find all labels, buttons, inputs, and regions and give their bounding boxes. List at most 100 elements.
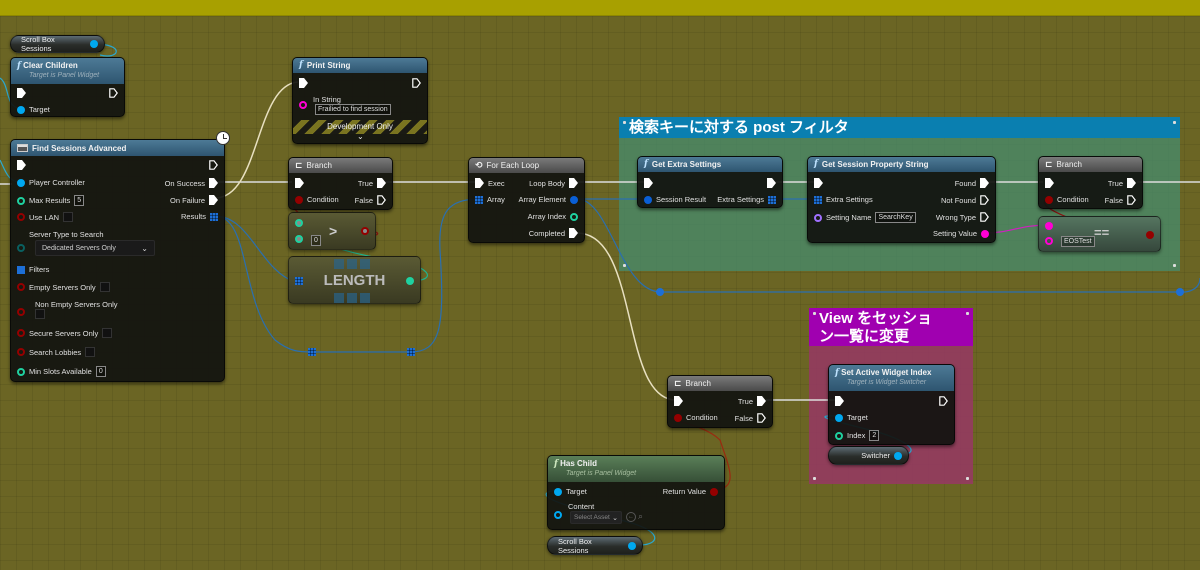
exec-in-pin[interactable] [814, 178, 823, 188]
switcher-variable-node[interactable]: Switcher [828, 446, 909, 465]
exec-in-pin[interactable] [674, 396, 683, 406]
object-pin[interactable] [628, 541, 636, 550]
exec-out-pin[interactable] [767, 178, 776, 188]
browse-search-icon[interactable]: ⌕ [638, 511, 644, 521]
exec-out-pin[interactable] [412, 78, 421, 88]
target-pin[interactable] [554, 487, 562, 496]
array-input-pin[interactable] [295, 277, 303, 285]
reroute-node[interactable] [1176, 288, 1184, 296]
secure-servers-checkbox[interactable] [102, 328, 113, 338]
reroute-node[interactable] [656, 288, 664, 296]
empty-servers-pin[interactable] [17, 283, 25, 291]
min-slots-pin[interactable] [17, 367, 25, 376]
exec-in-pin[interactable] [1045, 178, 1054, 188]
exec-in-pin[interactable] [295, 178, 304, 188]
scroll-box-sessions-node[interactable]: Scroll Box Sessions [547, 536, 643, 555]
exec-in-pin[interactable] [475, 178, 484, 188]
search-lobbies-checkbox[interactable] [85, 347, 96, 357]
exec-in-pin[interactable] [835, 396, 844, 406]
exec-in-pin[interactable] [17, 88, 26, 98]
non-empty-servers-pin[interactable] [17, 308, 25, 316]
result-pin[interactable] [1146, 231, 1154, 239]
min-slots-input[interactable]: 0 [95, 366, 106, 377]
array-index-pin[interactable] [570, 212, 578, 221]
wrong-type-pin[interactable] [980, 212, 989, 222]
print-string-node[interactable]: f Print String In String Frailied to fin… [292, 57, 428, 144]
non-empty-servers-checkbox[interactable] [35, 309, 45, 319]
loop-body-pin[interactable] [569, 178, 578, 188]
max-results-pin[interactable] [17, 196, 25, 205]
b-input-pin[interactable] [1045, 237, 1053, 245]
results-array-pin[interactable] [210, 212, 218, 221]
expand-chevron-icon[interactable]: ⌄ [357, 132, 364, 141]
array-length-node[interactable]: LENGTH [288, 256, 421, 304]
select-asset-dropdown[interactable]: Select Asset ⌄ [570, 511, 622, 524]
max-results-input[interactable]: 5 [74, 195, 85, 206]
length-output-pin[interactable] [406, 277, 414, 285]
true-pin[interactable] [377, 178, 386, 188]
use-selected-asset-icon[interactable]: ← [626, 512, 636, 522]
session-result-pin[interactable] [644, 195, 652, 204]
condition-pin[interactable] [295, 195, 303, 204]
exec-out-pin[interactable] [209, 160, 218, 170]
player-controller-pin[interactable] [17, 178, 25, 187]
comment-view-title[interactable]: View をセッション一覧に変更 [809, 308, 973, 346]
true-pin[interactable] [757, 396, 766, 406]
result-pin[interactable] [361, 227, 369, 235]
index-pin[interactable] [835, 431, 843, 440]
true-pin[interactable] [1127, 178, 1136, 188]
find-sessions-advanced-node[interactable]: Find Sessions Advanced Player Controller… [10, 139, 225, 382]
reroute-node[interactable] [407, 348, 415, 356]
exec-out-pin[interactable] [109, 88, 118, 98]
exec-out-pin[interactable] [939, 396, 948, 406]
in-string-input[interactable]: Frailied to find session [315, 104, 391, 115]
b-value-input[interactable]: 0 [311, 235, 321, 246]
use-lan-pin[interactable] [17, 213, 25, 221]
array-input-pin[interactable] [475, 195, 483, 204]
index-input[interactable]: 2 [869, 430, 880, 441]
comment-filter-title[interactable]: 検索キーに対する post フィルタ [619, 117, 1180, 138]
false-pin[interactable] [377, 195, 386, 205]
array-element-pin[interactable] [570, 195, 578, 204]
object-pin[interactable] [894, 451, 902, 460]
a-input-pin[interactable] [295, 219, 303, 227]
object-pin[interactable] [90, 40, 98, 48]
false-pin[interactable] [757, 413, 766, 423]
get-extra-settings-node[interactable]: f Get Extra Settings Session Result Extr… [637, 156, 783, 208]
has-child-node[interactable]: f Has Child Target is Panel Widget Targe… [547, 455, 725, 530]
exec-in-pin[interactable] [17, 160, 26, 170]
filters-array-pin[interactable] [17, 265, 25, 274]
exec-in-pin[interactable] [644, 178, 653, 188]
on-failure-pin[interactable] [209, 195, 218, 205]
for-each-loop-node[interactable]: ⟲ For Each Loop Exec Loop Body Array Arr… [468, 157, 585, 243]
setting-value-pin[interactable] [981, 229, 989, 238]
scroll-box-sessions-node[interactable]: Scroll Box Sessions [10, 35, 105, 53]
reroute-node[interactable] [308, 348, 316, 356]
clear-children-node[interactable]: f Clear Children Target is Panel Widget … [10, 57, 125, 117]
target-pin[interactable] [17, 105, 25, 114]
target-pin[interactable] [835, 413, 843, 422]
condition-pin[interactable] [1045, 195, 1053, 204]
search-lobbies-pin[interactable] [17, 348, 25, 356]
extra-settings-out-pin[interactable] [768, 195, 776, 204]
a-input-pin[interactable] [1045, 222, 1053, 230]
extra-settings-in-pin[interactable] [814, 195, 822, 204]
on-success-pin[interactable] [209, 178, 218, 188]
set-active-widget-index-node[interactable]: f Set Active Widget Index Target is Widg… [828, 364, 955, 445]
server-type-pin[interactable] [17, 244, 25, 252]
return-value-pin[interactable] [710, 487, 718, 496]
setting-name-pin[interactable] [814, 213, 822, 222]
found-pin[interactable] [980, 178, 989, 188]
content-pin[interactable] [554, 511, 562, 519]
not-found-pin[interactable] [980, 195, 989, 205]
condition-pin[interactable] [674, 413, 682, 422]
use-lan-checkbox[interactable] [63, 212, 74, 222]
empty-servers-checkbox[interactable] [99, 282, 110, 292]
server-type-dropdown[interactable]: Dedicated Servers Only ⌄ [35, 240, 155, 256]
false-pin[interactable] [1127, 195, 1136, 205]
b-value-input[interactable]: EOSTest [1061, 236, 1095, 247]
secure-servers-pin[interactable] [17, 329, 25, 337]
get-session-property-string-node[interactable]: f Get Session Property String Found Extr… [807, 156, 996, 243]
completed-pin[interactable] [569, 228, 578, 238]
branch-node[interactable]: ⊏ Branch True Condition False [1038, 156, 1143, 209]
